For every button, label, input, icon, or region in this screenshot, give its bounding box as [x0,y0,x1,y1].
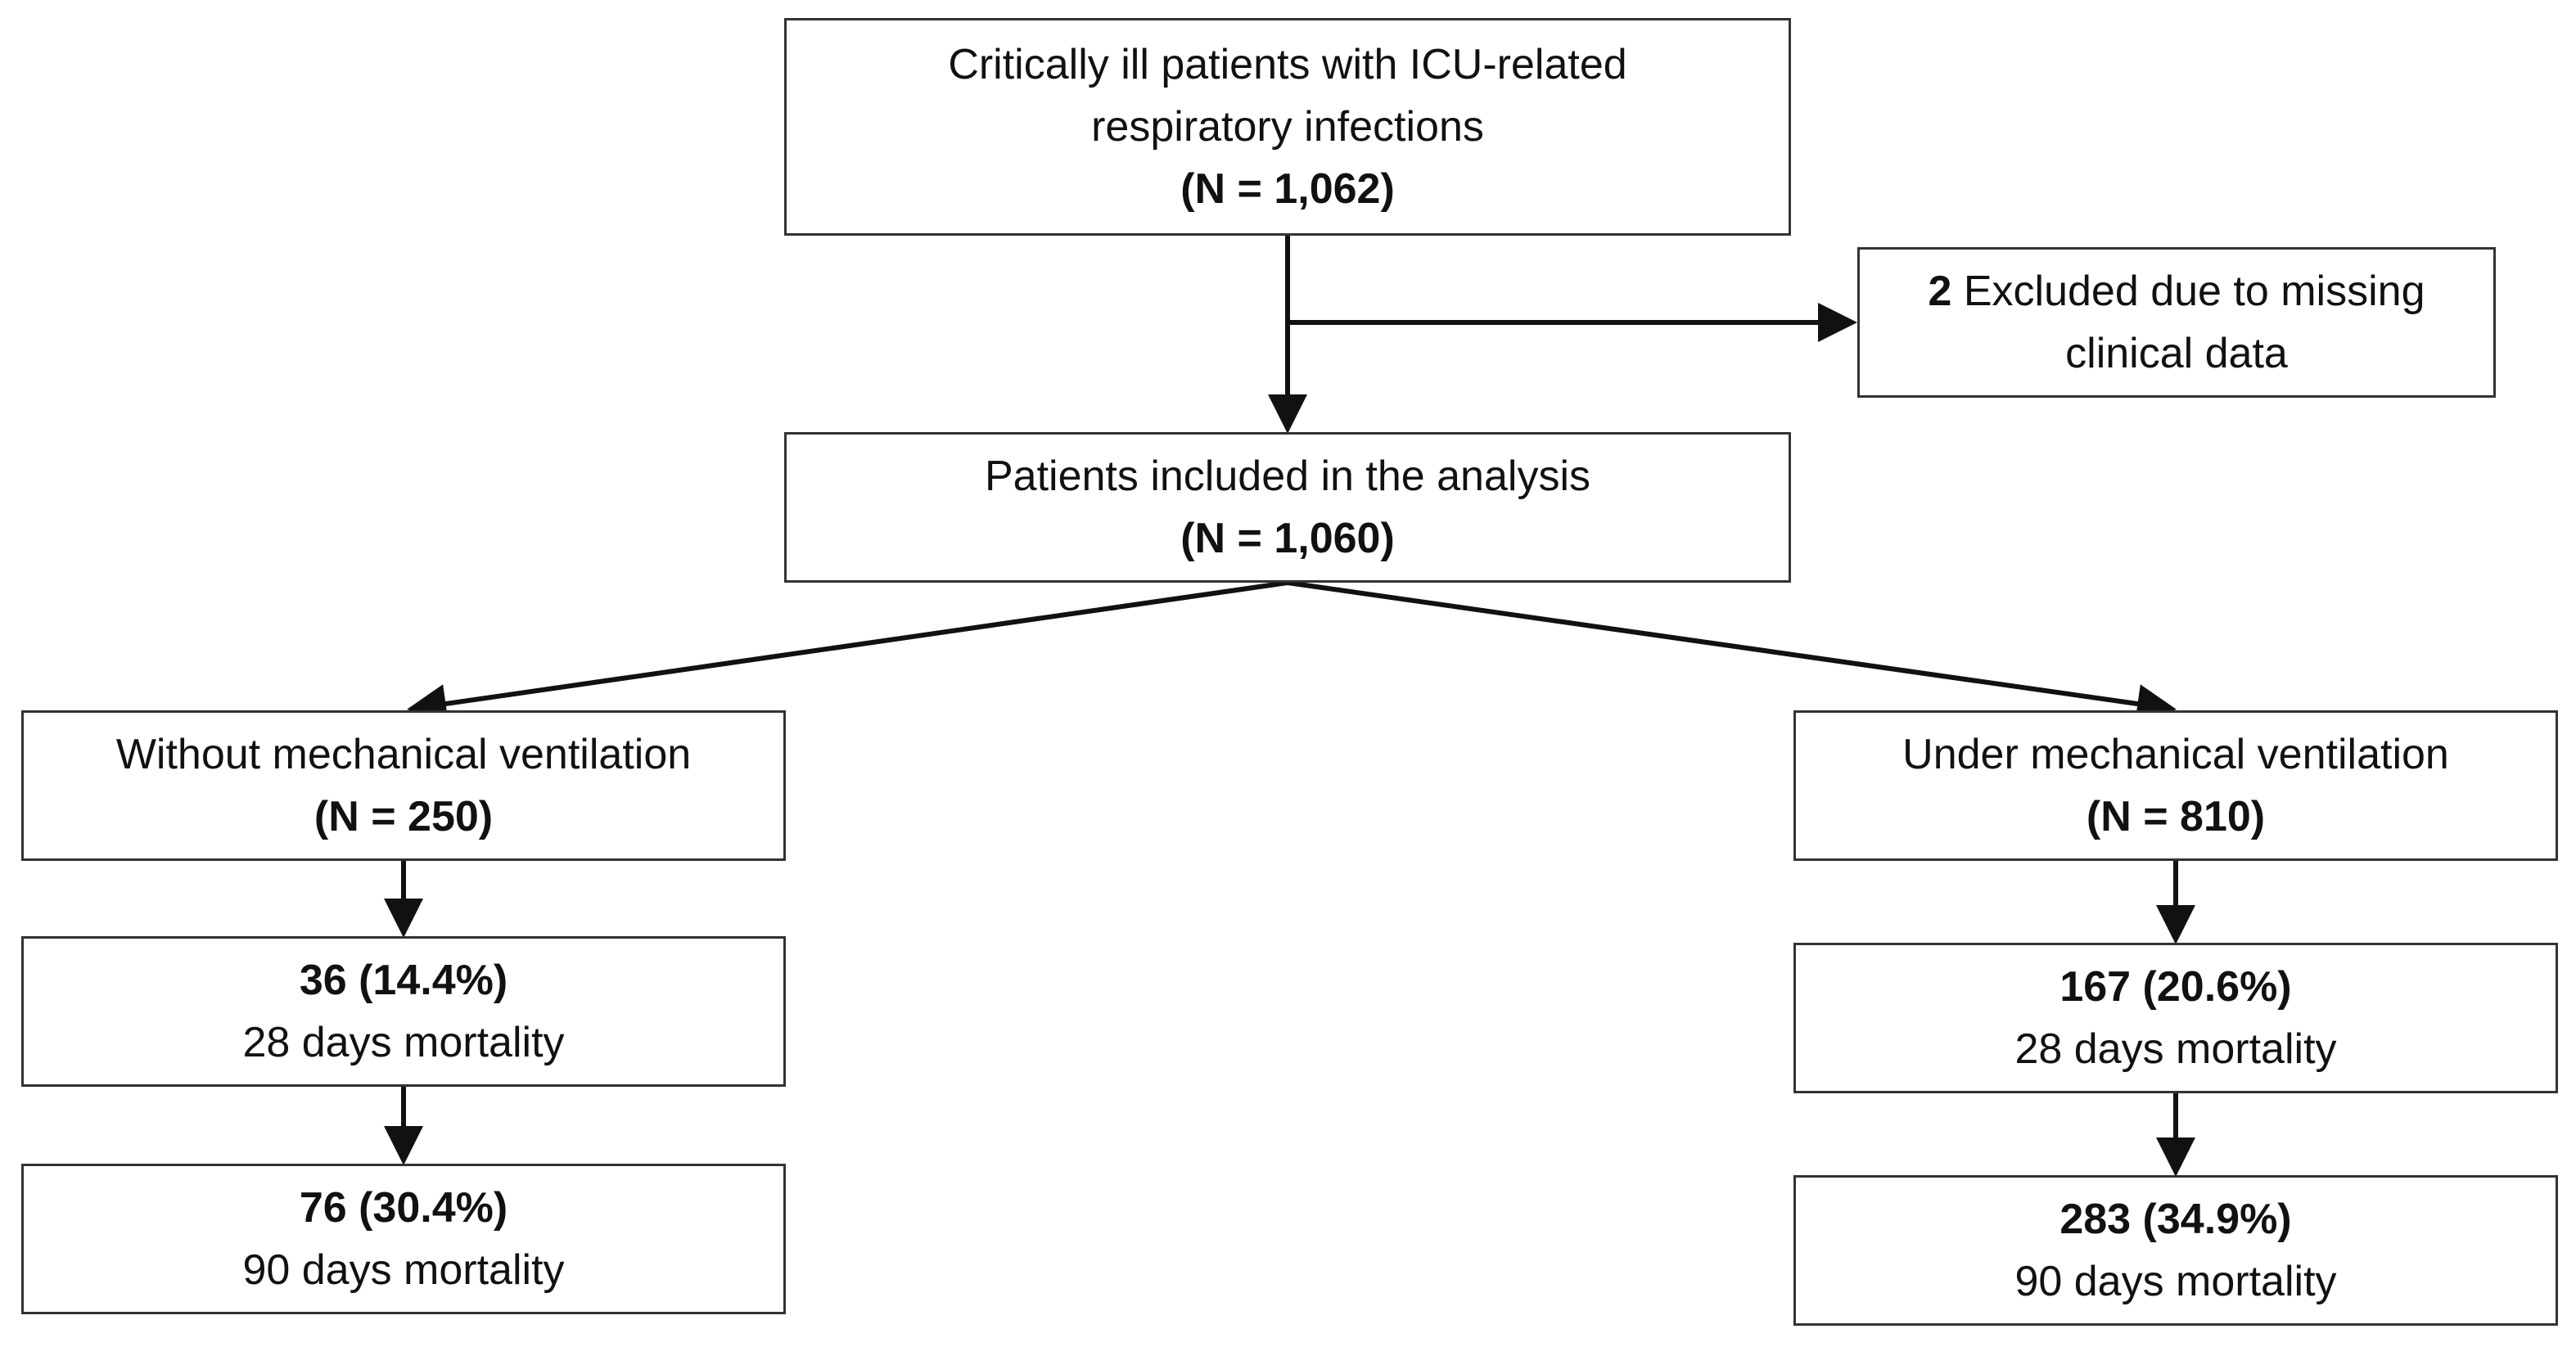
arrow-included-to-with-mv [1287,580,2177,723]
excluded-count: 2 [1928,268,1952,315]
without-mv-label: Without mechanical ventilation [115,731,692,778]
with-mv-label: Under mechanical ventilation [1902,731,2449,778]
included-label: Patients included in the analysis [984,453,1590,500]
population-line2: respiratory infections [1091,103,1484,151]
excluded-line1: 2 Excluded due to missing [1928,260,2425,322]
with-mv-28d-value: 167 (20.6%) [2059,963,2292,1011]
population-count: (N = 1,062) [1180,165,1395,213]
without-mv-count: (N = 250) [314,793,494,840]
included-box: Patients included in the analysis (N = 1… [784,432,1791,583]
without-mv-box: Without mechanical ventilation (N = 250) [21,710,786,861]
excluded-reason: Excluded due to missing [1951,268,2425,315]
with-mv-90d-box: 283 (34.9%) 90 days mortality [1793,1175,2558,1326]
with-mv-count: (N = 810) [2086,793,2266,840]
without-mv-90d-box: 76 (30.4%) 90 days mortality [21,1164,786,1314]
with-mv-90d-label: 90 days mortality [2014,1258,2337,1305]
with-mv-box: Under mechanical ventilation (N = 810) [1793,710,2558,861]
without-mv-28d-label: 28 days mortality [242,1019,565,1066]
with-mv-90d-value: 283 (34.9%) [2059,1196,2292,1243]
with-mv-28d-label: 28 days mortality [2014,1025,2337,1073]
population-box: Critically ill patients with ICU-related… [784,18,1791,236]
arrow-included-to-without-mv [407,580,1288,723]
without-mv-90d-label: 90 days mortality [242,1246,565,1294]
without-mv-28d-value: 36 (14.4%) [299,957,508,1004]
without-mv-28d-box: 36 (14.4%) 28 days mortality [21,936,786,1087]
excluded-box: 2 Excluded due to missing clinical data [1857,247,2496,398]
with-mv-28d-box: 167 (20.6%) 28 days mortality [1793,943,2558,1093]
included-count: (N = 1,060) [1180,515,1395,562]
excluded-line2: clinical data [2065,330,2288,377]
without-mv-90d-value: 76 (30.4%) [299,1184,508,1232]
population-line1: Critically ill patients with ICU-related [948,41,1627,88]
